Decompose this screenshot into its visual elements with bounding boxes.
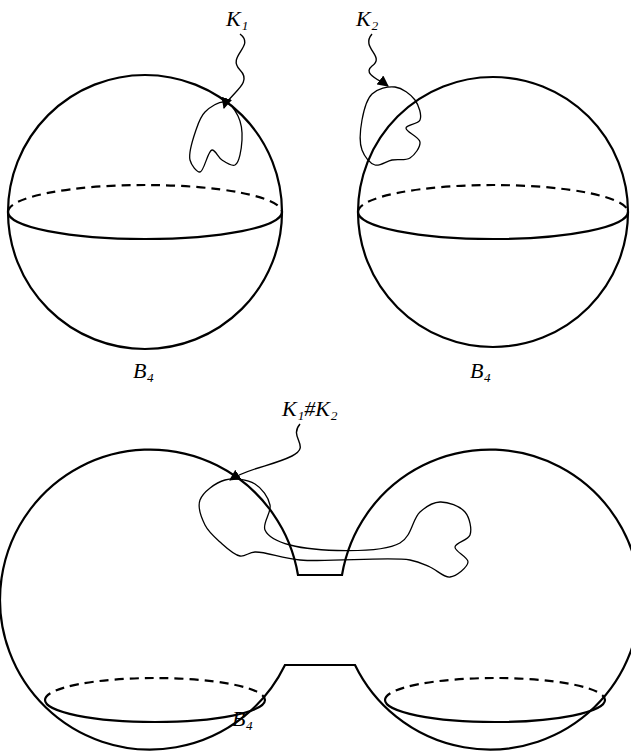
ball-outline xyxy=(358,77,628,347)
equator xyxy=(358,212,628,239)
equator-hidden xyxy=(385,678,605,700)
knot-curve xyxy=(199,479,471,577)
equator xyxy=(385,700,605,722)
knot-label: K₂ xyxy=(356,8,378,30)
leader-line xyxy=(369,34,388,86)
knot-label: K₁ xyxy=(226,8,248,30)
knot-label: K₁#K₂ xyxy=(282,398,338,420)
ball-label: B₄ xyxy=(232,708,253,730)
ball-label: B₄ xyxy=(470,360,491,382)
equator-hidden xyxy=(45,678,265,700)
equator-hidden xyxy=(358,185,628,212)
equator xyxy=(8,212,282,239)
equator-hidden xyxy=(8,185,282,212)
dumbbell-outline xyxy=(0,450,631,750)
knot-curve xyxy=(360,87,420,165)
ball-label: B₄ xyxy=(133,360,154,382)
ball-outline xyxy=(8,75,282,349)
leader-line xyxy=(224,34,245,108)
leader-line xyxy=(230,424,300,480)
knot-curve xyxy=(190,102,243,172)
